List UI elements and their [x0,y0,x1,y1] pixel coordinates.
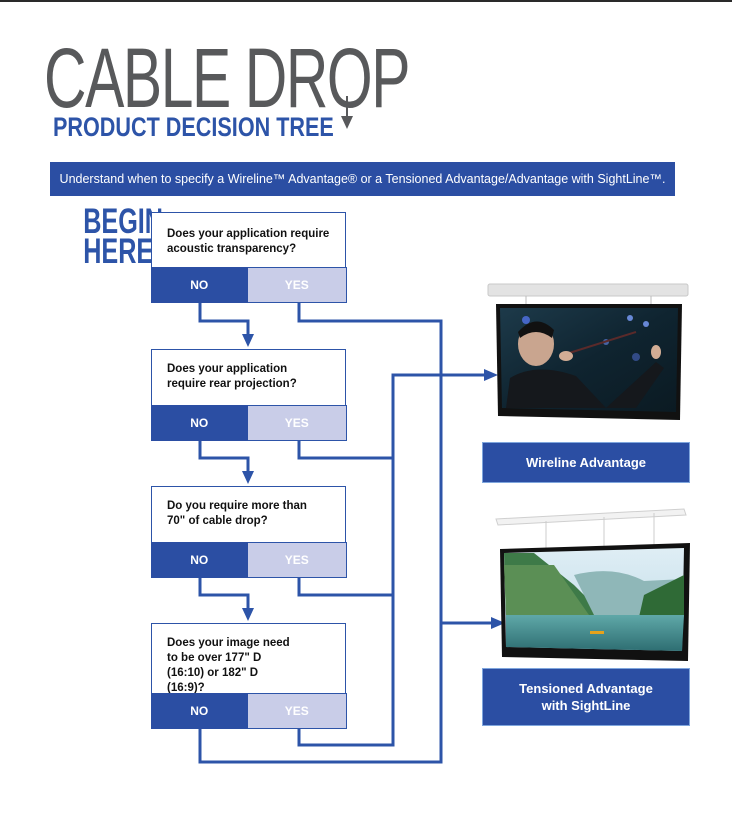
question-text: Does your application require acoustic t… [167,228,330,255]
question-text: Do you require more than 70" of cable dr… [167,500,307,527]
intro-banner: Understand when to specify a Wireline™ A… [50,162,675,196]
connector-q1-yes [297,302,443,623]
answer-row: NO YES [150,541,347,578]
result-wireline-advantage[interactable]: Wireline Advantage [482,442,690,483]
wireline-screen-image [487,283,689,420]
connector-q3-yes [297,577,393,597]
connector-q2-no [198,440,250,473]
connector-q2-yes [297,440,393,460]
begin-label-line2: HERE [83,232,154,271]
result-label-text: Tensioned Advantage with SightLine [519,681,653,713]
connector-q4-no [198,621,493,764]
arrowhead-tensioned [491,617,505,629]
top-border [0,0,732,2]
yes-button[interactable]: YES [248,266,347,303]
question-box-4: Does your image need to be over 177" D (… [150,623,347,729]
connector-q4-yes [297,373,486,747]
answer-row: NO YES [150,404,347,441]
question-text: Does your application require rear proje… [167,363,297,390]
question-box-3: Do you require more than 70" of cable dr… [150,486,347,578]
arrowhead-q4 [242,608,254,621]
page-subtitle: PRODUCT DECISION TREE [53,112,334,142]
answer-row: NO YES [150,266,347,303]
question-box-2: Does your application require rear proje… [150,349,347,441]
yes-button[interactable]: YES [248,404,347,441]
answer-row: NO YES [150,692,347,729]
yes-button[interactable]: YES [248,692,347,729]
arrowhead-q3 [242,471,254,484]
question-box-1: Does your application require acoustic t… [150,212,347,303]
arrowhead-wireline [484,369,498,381]
result-tensioned-advantage-sightline[interactable]: Tensioned Advantage with SightLine [482,668,690,726]
no-button[interactable]: NO [150,692,248,729]
tensioned-screen-image [495,508,690,661]
down-arrow-icon [341,96,353,129]
no-button[interactable]: NO [150,404,248,441]
no-button[interactable]: NO [150,541,248,578]
arrowhead-q2 [242,334,254,347]
page-title: CABLE DROP [44,31,410,125]
connector-q1-no [198,302,250,336]
question-text: Does your image need to be over 177" D (… [167,637,290,694]
yes-button[interactable]: YES [248,541,347,578]
no-button[interactable]: NO [150,266,248,303]
connector-q3-no [198,577,250,610]
